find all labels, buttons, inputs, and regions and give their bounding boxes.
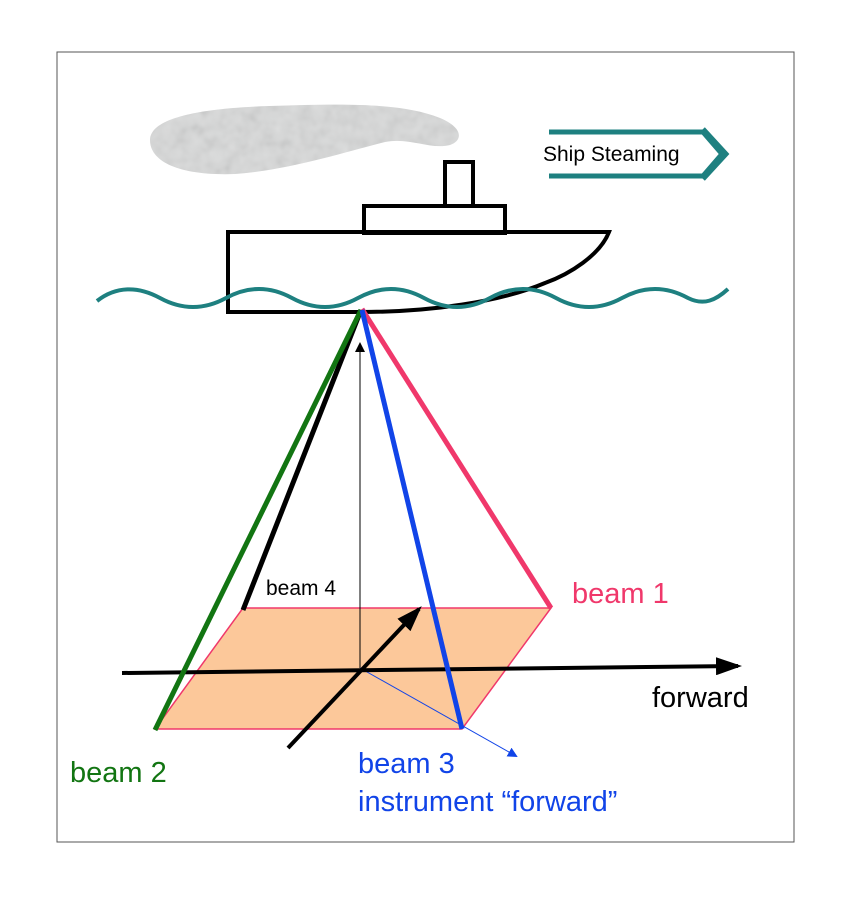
beam-2-label: beam 2 — [70, 757, 167, 789]
forward-axis-arrow — [121, 657, 742, 676]
beam-3-label: beam 3 — [358, 748, 455, 780]
instrument-forward-label: instrument “forward” — [358, 786, 617, 818]
ship-funnel — [443, 160, 475, 208]
ship-steaming-label: Ship Steaming — [543, 143, 680, 166]
beam-1-line — [359, 307, 554, 610]
water-surface — [95, 287, 730, 309]
diagonal-axis-arrow — [286, 606, 422, 750]
instrument-forward-arrow — [359, 667, 518, 757]
ship-steaming-arrow: Ship Steaming — [543, 127, 730, 181]
beam-2-line — [152, 308, 364, 732]
ship-cabin — [362, 204, 507, 235]
diagram-frame — [56, 51, 795, 843]
beam-4-line — [240, 309, 364, 611]
ship — [226, 160, 612, 314]
beam-4-label: beam 4 — [266, 577, 336, 600]
smoke-cloud — [150, 104, 459, 175]
ship-hull — [226, 230, 612, 314]
beam-3-line — [359, 309, 465, 730]
beam-1-label: beam 1 — [572, 578, 669, 610]
forward-label: forward — [652, 682, 749, 714]
